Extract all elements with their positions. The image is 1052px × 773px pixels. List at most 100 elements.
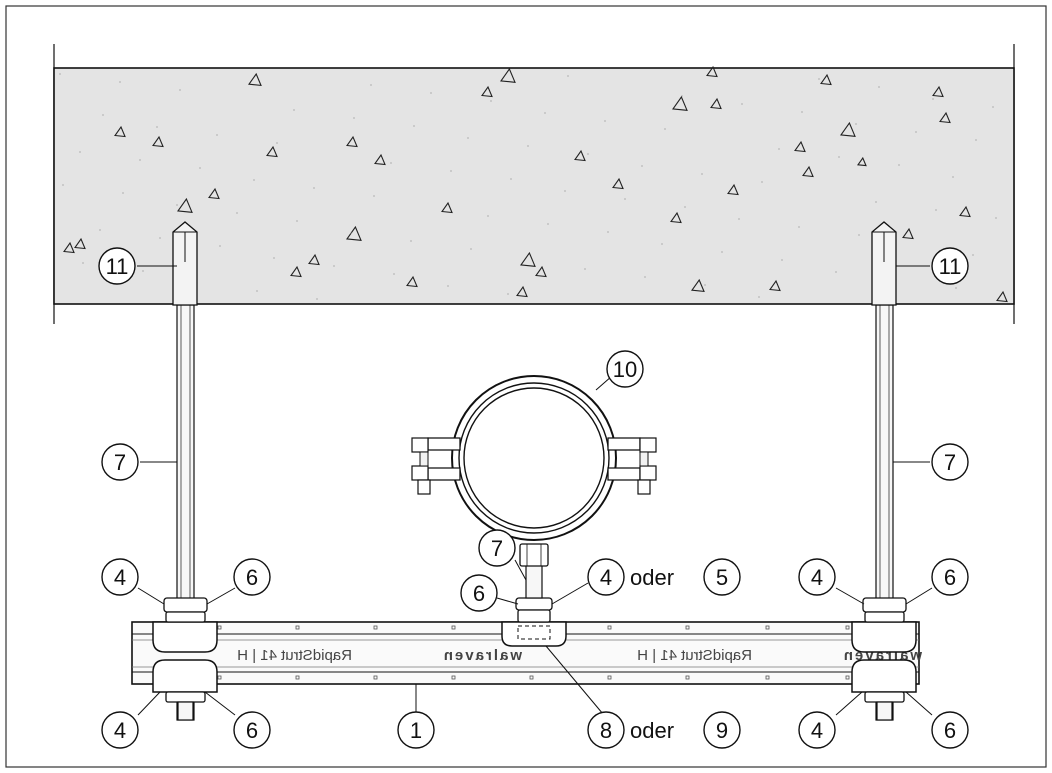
aggregate-speck (932, 98, 934, 100)
aggregate-speck (119, 81, 121, 83)
aggregate-speck (955, 287, 957, 289)
channel-slot (845, 675, 850, 680)
aggregate-speck (738, 218, 740, 220)
aggregate-speck (624, 198, 626, 200)
channel-slot (217, 675, 222, 680)
callout-label: 5 (716, 565, 728, 590)
callout-label: 7 (491, 536, 503, 561)
aggregate-triangle (516, 285, 528, 298)
callout-nut-br-left: 4 (798, 711, 836, 749)
channel-slot (845, 625, 850, 630)
aggregate-speck (838, 156, 840, 158)
aggregate-triangle (248, 72, 262, 87)
aggregate-triangle (152, 135, 164, 148)
aggregate-speck (607, 231, 609, 233)
callout-label: 1 (410, 718, 422, 743)
callout-anchor-left: 11 (98, 247, 136, 285)
anchor-left (172, 221, 198, 306)
aggregate-speck (587, 153, 589, 155)
aggregate-speck (604, 120, 606, 122)
aggregate-speck (370, 84, 372, 86)
callout-nut-tl-right: 6 (233, 558, 271, 596)
channel-slot (765, 675, 770, 680)
callout-label: 4 (811, 718, 823, 743)
aggregate-triangle (794, 140, 806, 153)
aggregate-speck (741, 103, 743, 105)
or-label-bottom: oder (630, 718, 674, 743)
callout-nut-br-right: 6 (931, 711, 969, 749)
aggregate-speck (778, 148, 780, 150)
aggregate-triangle (769, 279, 781, 292)
pipe-clamp (411, 375, 657, 541)
aggregate-triangle (441, 201, 453, 214)
aggregate-speck (176, 204, 178, 206)
channel-slot (295, 675, 300, 680)
callouts: 11 11 7 7 10 7 4 6 (98, 247, 969, 749)
aggregate-triangle (481, 85, 493, 98)
aggregate-speck (273, 257, 275, 259)
aggregate-speck (253, 179, 255, 181)
callout-nut-tl-left: 4 (101, 558, 139, 596)
callout-pipe-clamp: 10 (606, 350, 644, 388)
callout-label: 11 (106, 254, 129, 279)
channel-slot (685, 675, 690, 680)
center-fitting (501, 543, 567, 647)
aggregate-speck (855, 123, 857, 125)
aggregate-speck (972, 254, 974, 256)
callout-label: 11 (939, 254, 962, 279)
aggregate-speck (567, 75, 569, 77)
aggregate-speck (199, 167, 201, 169)
aggregate-speck (470, 248, 472, 250)
channel-slot (607, 675, 612, 680)
aggregate-speck (798, 226, 800, 228)
product-marking-2: RapidStrut 41 | H (237, 647, 352, 664)
aggregate-speck (704, 284, 706, 286)
aggregate-speck (721, 251, 723, 253)
aggregate-speck (159, 237, 161, 239)
callout-channel-nut: 8 oder 9 (587, 711, 741, 749)
aggregate-triangle (820, 73, 832, 86)
callout-nut-bl-left: 4 (101, 711, 139, 749)
aggregate-triangle (346, 135, 358, 148)
callout-label: 4 (811, 565, 823, 590)
aggregate-triangle (208, 187, 220, 200)
aggregate-triangle (959, 205, 971, 218)
aggregate-speck (544, 112, 546, 114)
aggregate-triangle (308, 253, 320, 266)
aggregate-speck (333, 265, 335, 267)
aggregate-speck (758, 296, 760, 298)
aggregate-speck (313, 187, 315, 189)
diagram-frame (5, 5, 1047, 768)
aggregate-speck (393, 273, 395, 275)
aggregate-triangle (727, 183, 739, 196)
aggregate-triangle (939, 111, 951, 124)
aggregate-speck (276, 142, 278, 144)
channel-slot (373, 675, 378, 680)
callout-label: 10 (613, 357, 637, 382)
aggregate-speck (430, 92, 432, 94)
aggregate-speck (527, 145, 529, 147)
aggregate-speck (216, 134, 218, 136)
product-marking-1: RapidStrut 41 | H (637, 647, 752, 664)
callout-nut-bl-right: 6 (233, 711, 271, 749)
callout-label: 4 (114, 718, 126, 743)
aggregate-triangle (840, 121, 856, 137)
aggregate-speck (102, 114, 104, 116)
aggregate-triangle (857, 156, 867, 167)
aggregate-triangle (266, 145, 278, 158)
aggregate-triangle (710, 97, 722, 110)
aggregate-speck (316, 298, 318, 300)
callout-label: 4 (600, 565, 612, 590)
aggregate-speck (413, 125, 415, 127)
aggregate-pattern (59, 65, 1008, 303)
channel-slots (217, 625, 850, 680)
aggregate-speck (59, 73, 61, 75)
callout-rod-center: 7 (478, 529, 516, 567)
aggregate-speck (878, 86, 880, 88)
callout-label: 6 (473, 581, 485, 606)
aggregate-triangle (520, 251, 536, 267)
aggregate-triangle (612, 177, 624, 190)
channel-slot (373, 625, 378, 630)
callout-label: 7 (944, 450, 956, 475)
aggregate-triangle (290, 265, 302, 278)
